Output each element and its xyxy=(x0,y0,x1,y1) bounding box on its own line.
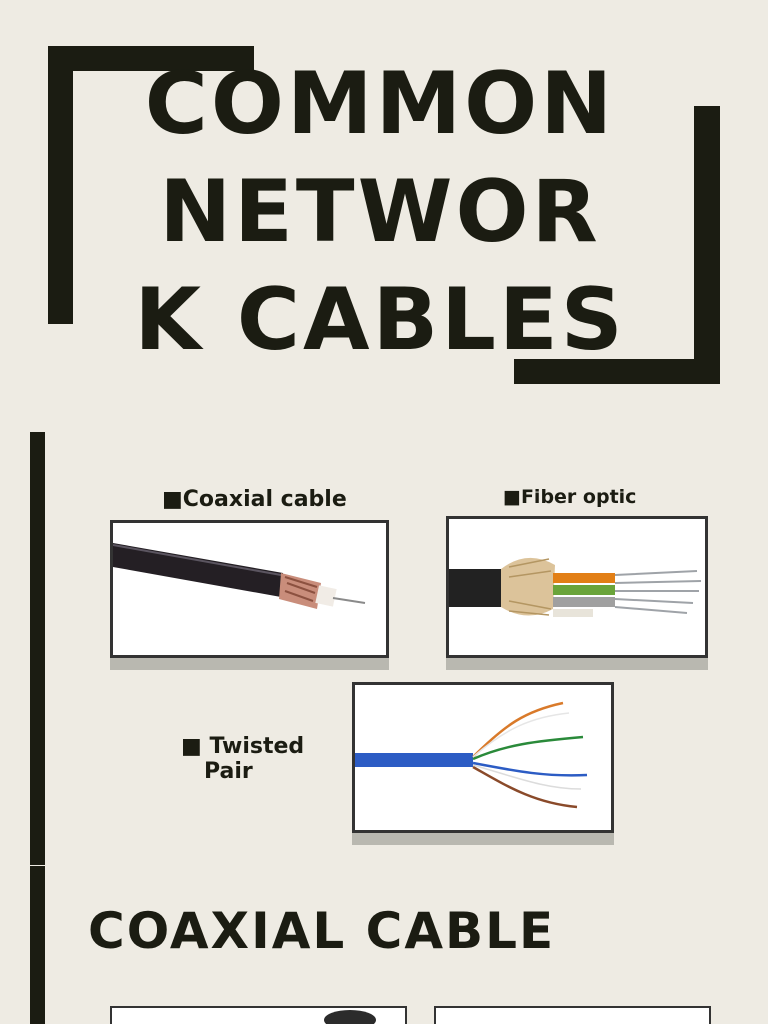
twisted-pair-caption: ■ Twisted Pair xyxy=(181,734,304,784)
coaxial-cable-photo xyxy=(110,520,389,658)
frame-top-left-horizontal xyxy=(48,46,254,71)
cable-types-slide: ■Coaxial cable ■Fiber optic ■ Twisted Pa… xyxy=(0,432,768,865)
fiber-optic-cable-photo xyxy=(446,516,708,658)
frame-top-left-vertical xyxy=(48,46,73,324)
fiber-optic-caption: ■Fiber optic xyxy=(503,486,637,508)
coaxial-cable-caption: ■Coaxial cable xyxy=(162,487,347,512)
title-slide: COMMON NETWOR K CABLES xyxy=(0,0,768,432)
coaxial-cable-slide: COAXIAL CABLE xyxy=(0,866,768,1024)
coaxial-photo-left xyxy=(110,1006,407,1024)
frame-bottom-right-vertical xyxy=(694,106,720,384)
twisted-pair-caption-line2: Pair xyxy=(204,759,253,784)
slide-accent-bar xyxy=(30,432,45,865)
slide-accent-bar xyxy=(30,866,45,1024)
page-title: COMMON NETWOR K CABLES xyxy=(134,54,626,370)
twisted-pair-cable-photo xyxy=(352,682,614,833)
coaxial-photo-right xyxy=(434,1006,711,1024)
twisted-pair-caption-line1: ■ Twisted xyxy=(181,734,305,759)
frame-bottom-right-horizontal xyxy=(514,359,720,384)
section-heading: COAXIAL CABLE xyxy=(88,902,556,960)
